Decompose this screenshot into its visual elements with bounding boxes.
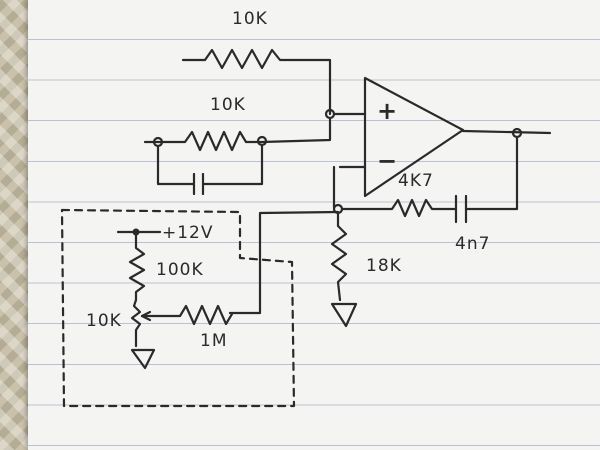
potentiometer bbox=[130, 298, 142, 348]
divider-resistor bbox=[128, 230, 146, 302]
label-supply-voltage: +12V bbox=[162, 223, 214, 243]
op-amp-triangle bbox=[363, 76, 465, 198]
label-input-resistor: 10K bbox=[210, 95, 246, 115]
feedback-resistor bbox=[340, 135, 519, 224]
label-top-resistor: 10K bbox=[232, 9, 268, 29]
dashed-module-box bbox=[60, 208, 296, 408]
label-potentiometer: 10K bbox=[86, 311, 122, 331]
ground-resistor bbox=[330, 211, 348, 302]
bias-resistor bbox=[140, 304, 234, 326]
lined-notebook-paper bbox=[28, 0, 600, 450]
label-plus-input: + bbox=[377, 97, 398, 125]
input-resistor bbox=[143, 116, 332, 152]
label-bias-resistor: 1M bbox=[200, 331, 227, 351]
label-minus-input: − bbox=[377, 147, 398, 175]
top-input-resistor bbox=[181, 48, 332, 116]
bias-wire bbox=[228, 210, 340, 315]
ground-symbol-left bbox=[130, 348, 156, 370]
ground-symbol-right bbox=[330, 302, 358, 328]
output-wire bbox=[461, 129, 552, 135]
parallel-capacitor-loop bbox=[156, 143, 264, 196]
label-divider-resistor: 100K bbox=[156, 260, 204, 280]
label-ground-resistor: 18K bbox=[366, 256, 402, 276]
label-feedback-capacitor: 4n7 bbox=[455, 234, 490, 254]
label-feedback-resistor: 4K7 bbox=[398, 171, 434, 191]
